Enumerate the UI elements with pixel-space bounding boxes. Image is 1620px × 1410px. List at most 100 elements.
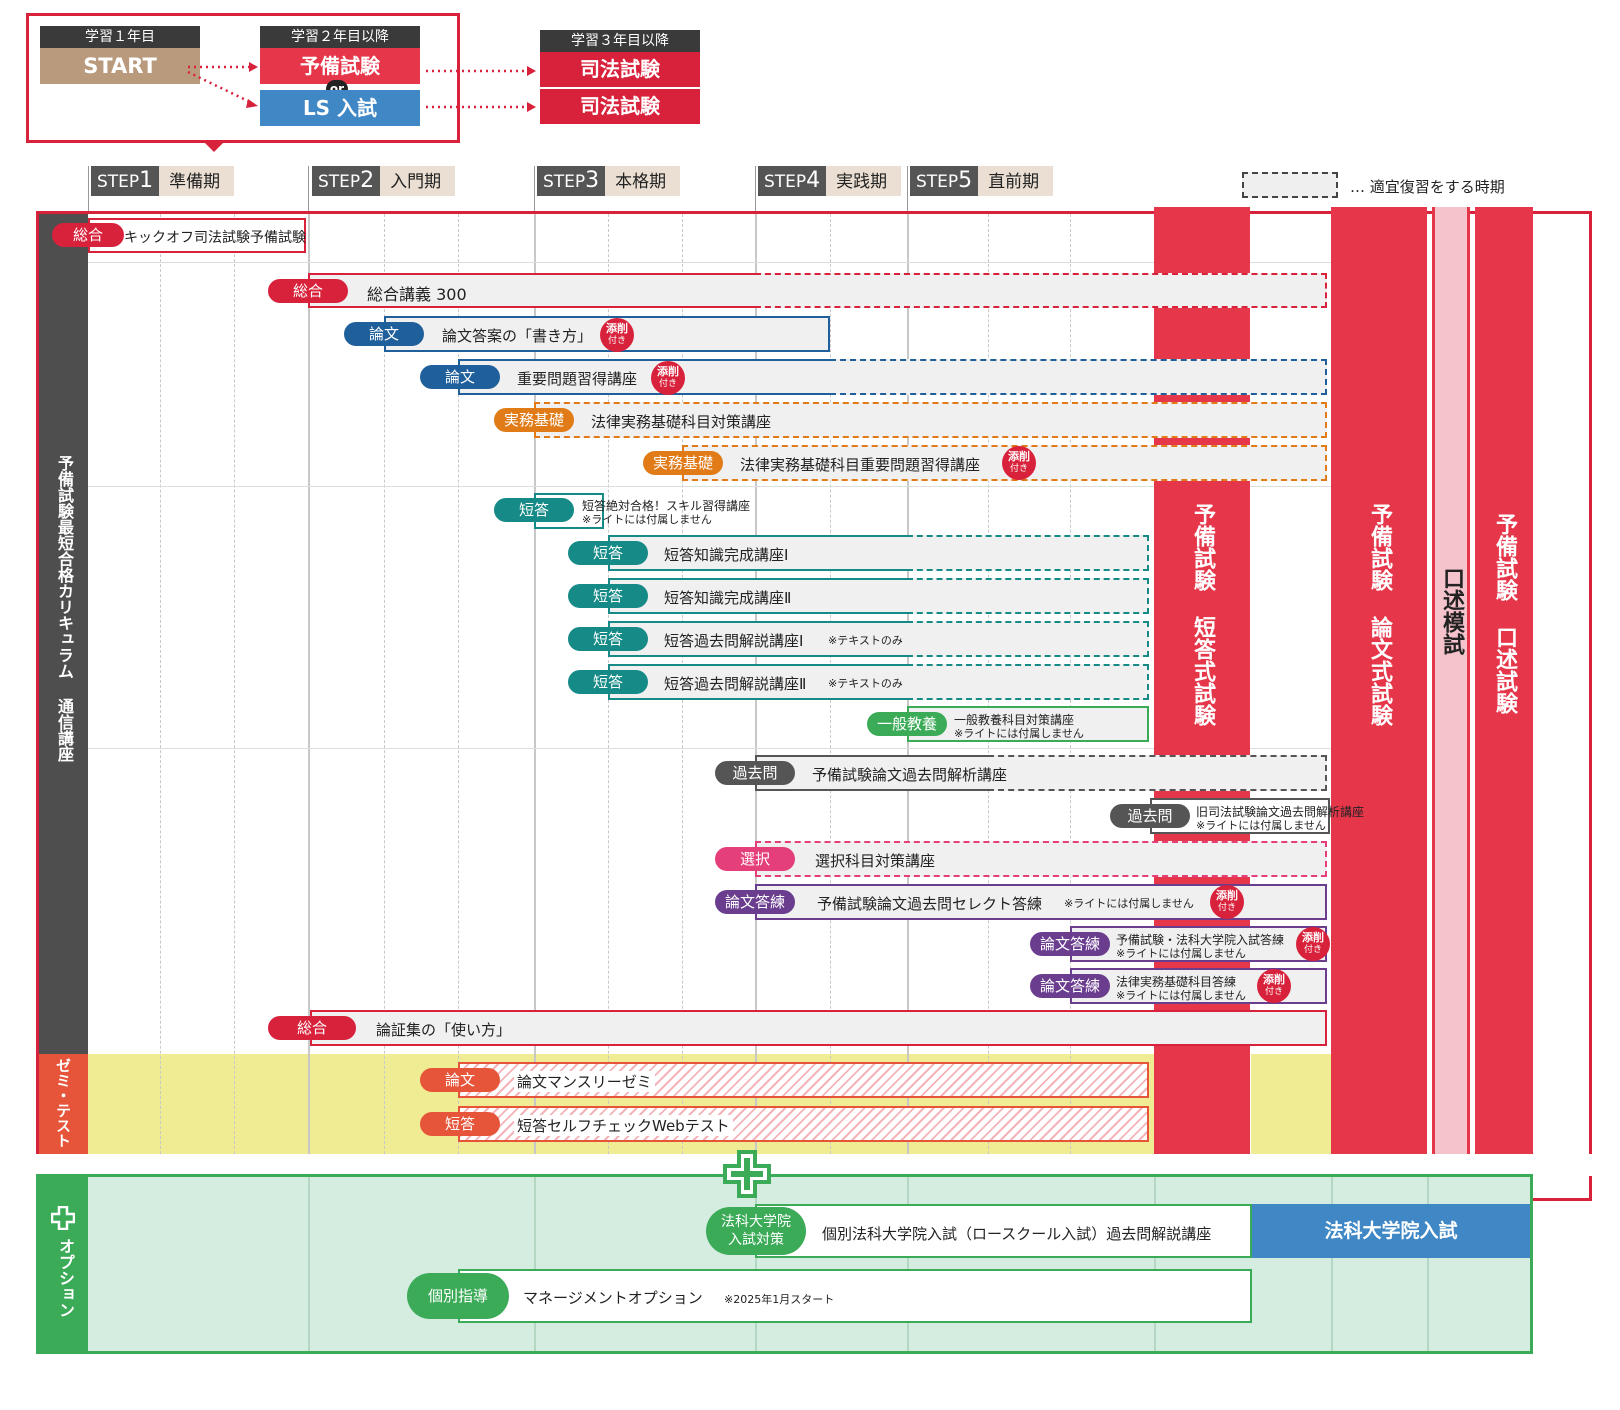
review-bar (830, 359, 1327, 395)
course-label[interactable]: 短答過去問解説講座Ⅰ (664, 632, 804, 650)
course-bar-kakomon2 (608, 664, 908, 700)
course-bar-management (458, 1269, 1252, 1323)
option-bg (36, 1174, 1533, 1354)
tensaku-badge: 添削付き (651, 361, 685, 395)
step-line-2 (308, 166, 309, 214)
course-label[interactable]: 短答過去問解説講座Ⅱ (664, 675, 807, 693)
tag-jitsumu[interactable]: 実務基礎 (494, 408, 574, 432)
tag-tanto[interactable]: 短答 (494, 498, 574, 522)
tag-toren[interactable]: 論文答練 (1030, 974, 1110, 998)
course-note: ※ライトには付属しません (1116, 947, 1246, 960)
exam-koju: 予備試験 口述試験 (1475, 207, 1533, 1154)
course-label[interactable]: 論文マンスリーゼミ (514, 1071, 655, 1092)
yobi-box: 予備試験 (260, 48, 420, 84)
course-label[interactable]: 総合講義 300 (367, 285, 467, 304)
tag-sentaku[interactable]: 選択 (715, 847, 795, 871)
course-bar-chishiki2 (608, 578, 908, 614)
row-divider (88, 486, 1331, 487)
year2-head: 学習２年目以降 (260, 26, 420, 48)
course-label[interactable]: 法律実務基礎科目重要問題習得講座 (740, 456, 981, 474)
course-label[interactable]: 個別法科大学院入試（ロースクール入試）過去問解説講座 (822, 1225, 1212, 1243)
course-bar-ls-kakomon (755, 1204, 1252, 1258)
tag-tanto[interactable]: 短答 (568, 584, 648, 608)
course-bar-kakomon1 (608, 621, 908, 657)
course-bar-ls-toren (1070, 926, 1327, 962)
row-divider (88, 748, 1331, 749)
review-bar (907, 664, 1149, 700)
tag-toren[interactable]: 論文答練 (715, 890, 795, 914)
grid-line (160, 214, 161, 1154)
grid-line (308, 1177, 310, 1351)
grid-line (308, 214, 310, 1154)
koju-mock-col: 口述模試 (1432, 207, 1470, 1154)
grid-line (755, 1177, 757, 1351)
tensaku-badge: 添削付き (1002, 446, 1036, 480)
tag-ronbun[interactable]: 論文 (344, 322, 424, 346)
grid-line (1427, 1177, 1429, 1351)
tag-tanto[interactable]: 短答 (568, 670, 648, 694)
year3-head: 学習３年目以降 (540, 30, 700, 52)
tag-ippan[interactable]: 一般教養 (867, 712, 947, 736)
review-bar (907, 535, 1149, 571)
course-note: ※ライトには付属しません (1064, 897, 1194, 910)
grid-line (458, 214, 459, 1154)
course-label[interactable]: 法律実務基礎科目答練 (1116, 975, 1237, 989)
main-sidebar-label: 予備試験最短合格カリキュラム 通信講座 (55, 455, 74, 762)
tag-kakomon[interactable]: 過去問 (715, 761, 795, 785)
review-bar (755, 273, 1327, 308)
tag-ronbun[interactable]: 論文 (420, 365, 500, 389)
course-label[interactable]: 法律実務基礎科目対策講座 (591, 413, 772, 431)
course-label[interactable]: 重要問題習得講座 (517, 370, 638, 388)
course-label[interactable]: キックオフ司法試験予備試験 (124, 230, 306, 246)
course-note: ※ライトには付属しません (1116, 989, 1246, 1002)
grid-line (907, 1177, 909, 1351)
course-bar-sogo300 (308, 273, 756, 308)
grid-line (1331, 1177, 1333, 1351)
course-label[interactable]: 予備試験・法科大学院入試答練 (1116, 933, 1285, 947)
tag-jitsumu[interactable]: 実務基礎 (643, 451, 723, 475)
tag-sogo[interactable]: 総合 (268, 279, 348, 303)
review-bar (988, 755, 1327, 791)
course-note: ※ライトには付属しません (954, 727, 1084, 740)
course-note: ※ライトには付属しません (1196, 819, 1326, 832)
tag-tanto[interactable]: 短答 (568, 541, 648, 565)
review-bar (907, 621, 1149, 657)
course-label[interactable]: 予備試験論文過去問セレクト答練 (817, 895, 1043, 913)
tensaku-badge: 添削付き (600, 318, 634, 352)
course-label[interactable]: 短答セルフチェックWebテスト (514, 1115, 733, 1136)
tag-ls-taisaku[interactable]: 法科大学院 入試対策 (706, 1207, 806, 1255)
main-left-bar (39, 214, 88, 1054)
flow-arrows (187, 62, 536, 112)
tag-toren[interactable]: 論文答練 (1030, 932, 1110, 956)
step-line-4 (755, 166, 756, 214)
step-line-3 (534, 166, 535, 214)
legend-box (1242, 172, 1338, 198)
course-label[interactable]: 短答絶対合格！スキル習得講座 (582, 499, 751, 513)
course-label[interactable]: 一般教養科目対策講座 (954, 713, 1075, 727)
tag-tanto-zemi[interactable]: 短答 (420, 1112, 500, 1136)
step-line-5 (907, 166, 908, 214)
grid-line (534, 214, 536, 1154)
tag-sogo[interactable]: 総合 (268, 1016, 356, 1040)
tag-sogo[interactable]: 総合 (52, 223, 124, 247)
course-label[interactable]: 予備試験論文過去問解析講座 (812, 766, 1008, 784)
shiho-box-2: 司法試験 (540, 89, 700, 124)
grid-line (384, 214, 385, 1154)
tag-kakomon[interactable]: 過去問 (1110, 804, 1190, 828)
course-label[interactable]: マネージメントオプション (523, 1289, 703, 1307)
tag-tanto[interactable]: 短答 (568, 627, 648, 651)
course-bar-jitsumu (534, 402, 1327, 438)
course-label[interactable]: 選択科目対策講座 (815, 852, 936, 870)
tag-kobetsu[interactable]: 個別指導 (407, 1273, 509, 1319)
course-label[interactable]: 短答知識完成講座Ⅰ (664, 546, 789, 564)
course-note: ※テキストのみ (828, 634, 903, 647)
course-label[interactable]: 論文答案の「書き方」 (442, 327, 593, 345)
course-label[interactable]: 短答知識完成講座Ⅱ (664, 589, 792, 607)
course-bar-ippan (907, 706, 1149, 742)
course-label[interactable]: 論証集の「使い方」 (376, 1021, 512, 1039)
course-label[interactable]: 旧司法試験論文過去問解析講座 (1196, 805, 1365, 819)
tag-ronbun-zemi[interactable]: 論文 (420, 1068, 500, 1092)
tensaku-badge: 添削付き (1296, 927, 1330, 961)
